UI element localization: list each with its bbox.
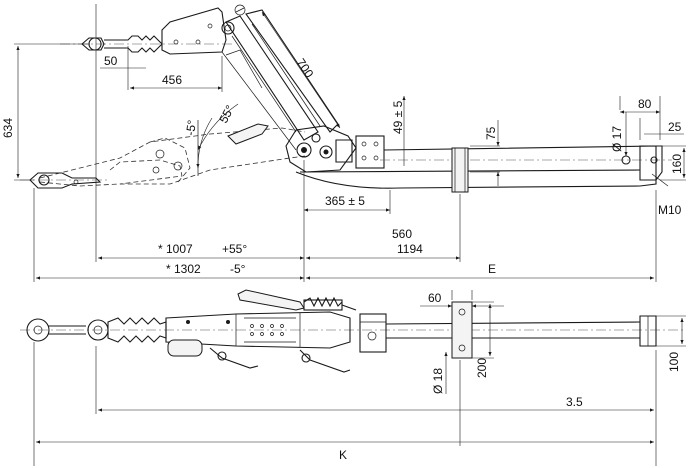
angle-1302: -5°	[230, 262, 246, 276]
top-main-tube	[385, 301, 657, 359]
dim-1007: * 1007	[158, 242, 193, 256]
dim-d18: Ø 18	[431, 368, 445, 394]
dim-m10: M10	[658, 203, 682, 217]
top-support-legs	[209, 347, 351, 373]
dim-1194: 1194	[397, 242, 423, 256]
top-lever-spring	[237, 289, 357, 311]
top-dimension-lines	[33, 290, 686, 466]
top-dimension-labels: 60 Ø 18 200 100 3.5 K	[339, 291, 681, 462]
pivot-assembly	[285, 125, 385, 173]
dim-25: 25	[668, 120, 682, 134]
angle-1007: +55°	[222, 242, 247, 256]
dim-1302: * 1302	[166, 262, 201, 276]
dim-75: 75	[484, 126, 498, 140]
top-coupling-housing	[165, 311, 387, 357]
main-tube-side	[295, 145, 672, 193]
angle-55: 55°	[216, 103, 237, 126]
angle-arcs	[196, 103, 239, 176]
dim-80: 80	[638, 97, 652, 111]
dim-49: 49 ± 5	[391, 100, 405, 134]
side-dimension-lines	[14, 4, 686, 282]
dim-3-5: 3.5	[566, 395, 583, 409]
dim-100: 100	[667, 352, 681, 372]
raised-drawbar-arm	[221, 9, 339, 151]
dim-634: 634	[1, 118, 15, 138]
lowered-coupling-eye	[20, 172, 110, 189]
dim-d17: Ø 17	[610, 126, 624, 152]
raised-coupling-head	[60, 4, 246, 55]
dim-365: 365 ± 5	[325, 194, 365, 208]
top-view: 60 Ø 18 200 100 3.5 K	[20, 289, 686, 466]
dim-50: 50	[104, 54, 118, 68]
dim-560: 560	[392, 227, 412, 241]
angle-minus-5: -5°	[183, 119, 199, 136]
lowered-drawbar	[39, 127, 306, 187]
dim-456: 456	[162, 73, 182, 87]
dim-e: E	[488, 262, 496, 276]
dim-200: 200	[475, 358, 489, 378]
hand-lever	[227, 123, 269, 145]
dim-160: 160	[670, 154, 684, 174]
dim-60: 60	[428, 291, 442, 305]
dim-k: K	[339, 448, 347, 462]
side-view: 634 50 456 700 55° -5° 49 ± 5 75 Ø 17 80…	[1, 4, 686, 282]
side-dimension-labels: 634 50 456 700 55° -5° 49 ± 5 75 Ø 17 80…	[1, 54, 684, 276]
dim-700: 700	[294, 56, 317, 81]
